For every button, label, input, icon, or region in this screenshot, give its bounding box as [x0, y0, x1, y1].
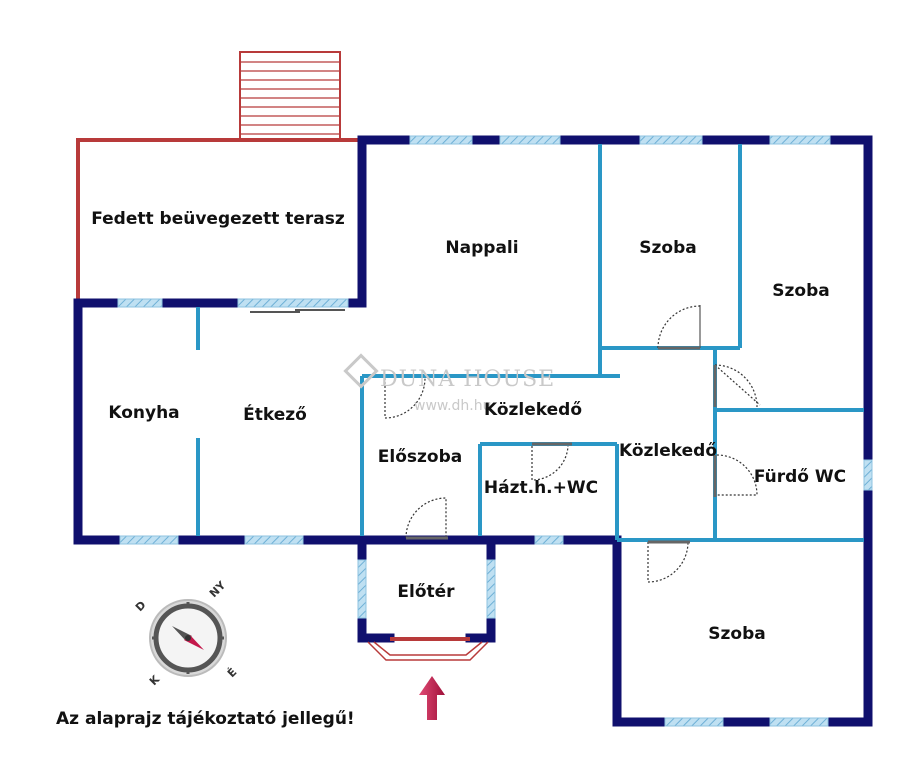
room-label-corridor-h: Közlekedő: [484, 400, 582, 420]
windows: [117, 135, 873, 727]
entrance-arrow-icon: [419, 676, 445, 720]
room-label-living: Nappali: [445, 238, 518, 258]
room-label-terrace: Fedett beüvegezett terasz: [91, 209, 345, 229]
room-label-kitchen: Konyha: [108, 403, 179, 423]
room-label-dining: Étkező: [243, 403, 307, 425]
room-label-room-small: Szoba: [639, 238, 696, 258]
room-label-room-right: Szoba: [772, 281, 829, 301]
compass-south-letter: D: [133, 598, 149, 614]
entrance-bay: [367, 637, 489, 661]
inner-walls: [196, 144, 864, 542]
compass: É D K NY: [133, 578, 240, 688]
watermark: DUNA HOUSE www.dh.hu: [343, 353, 555, 414]
watermark-brand: DUNA HOUSE: [380, 367, 555, 392]
terrace-stairs: [239, 51, 341, 141]
room-label-entrance: Előtér: [397, 582, 455, 602]
terrace-walls: [76, 138, 362, 300]
door-swings: [384, 305, 761, 583]
room-label-utility: Házt.h.+WC: [484, 478, 598, 498]
room-label-bath: Fürdő WC: [754, 467, 846, 487]
disclaimer: Az alaprajz tájékoztató jellegű!: [56, 709, 355, 729]
room-label-corridor-v: Közlekedő: [619, 441, 717, 461]
compass-west-letter: NY: [207, 578, 229, 600]
compass-north-letter: É: [225, 666, 240, 681]
room-label-room-bottom: Szoba: [708, 624, 765, 644]
room-label-hall: Előszoba: [378, 447, 462, 467]
compass-east-letter: K: [147, 673, 163, 689]
sliding-door: [250, 309, 345, 313]
watermark-url: www.dh.hu: [414, 398, 491, 414]
